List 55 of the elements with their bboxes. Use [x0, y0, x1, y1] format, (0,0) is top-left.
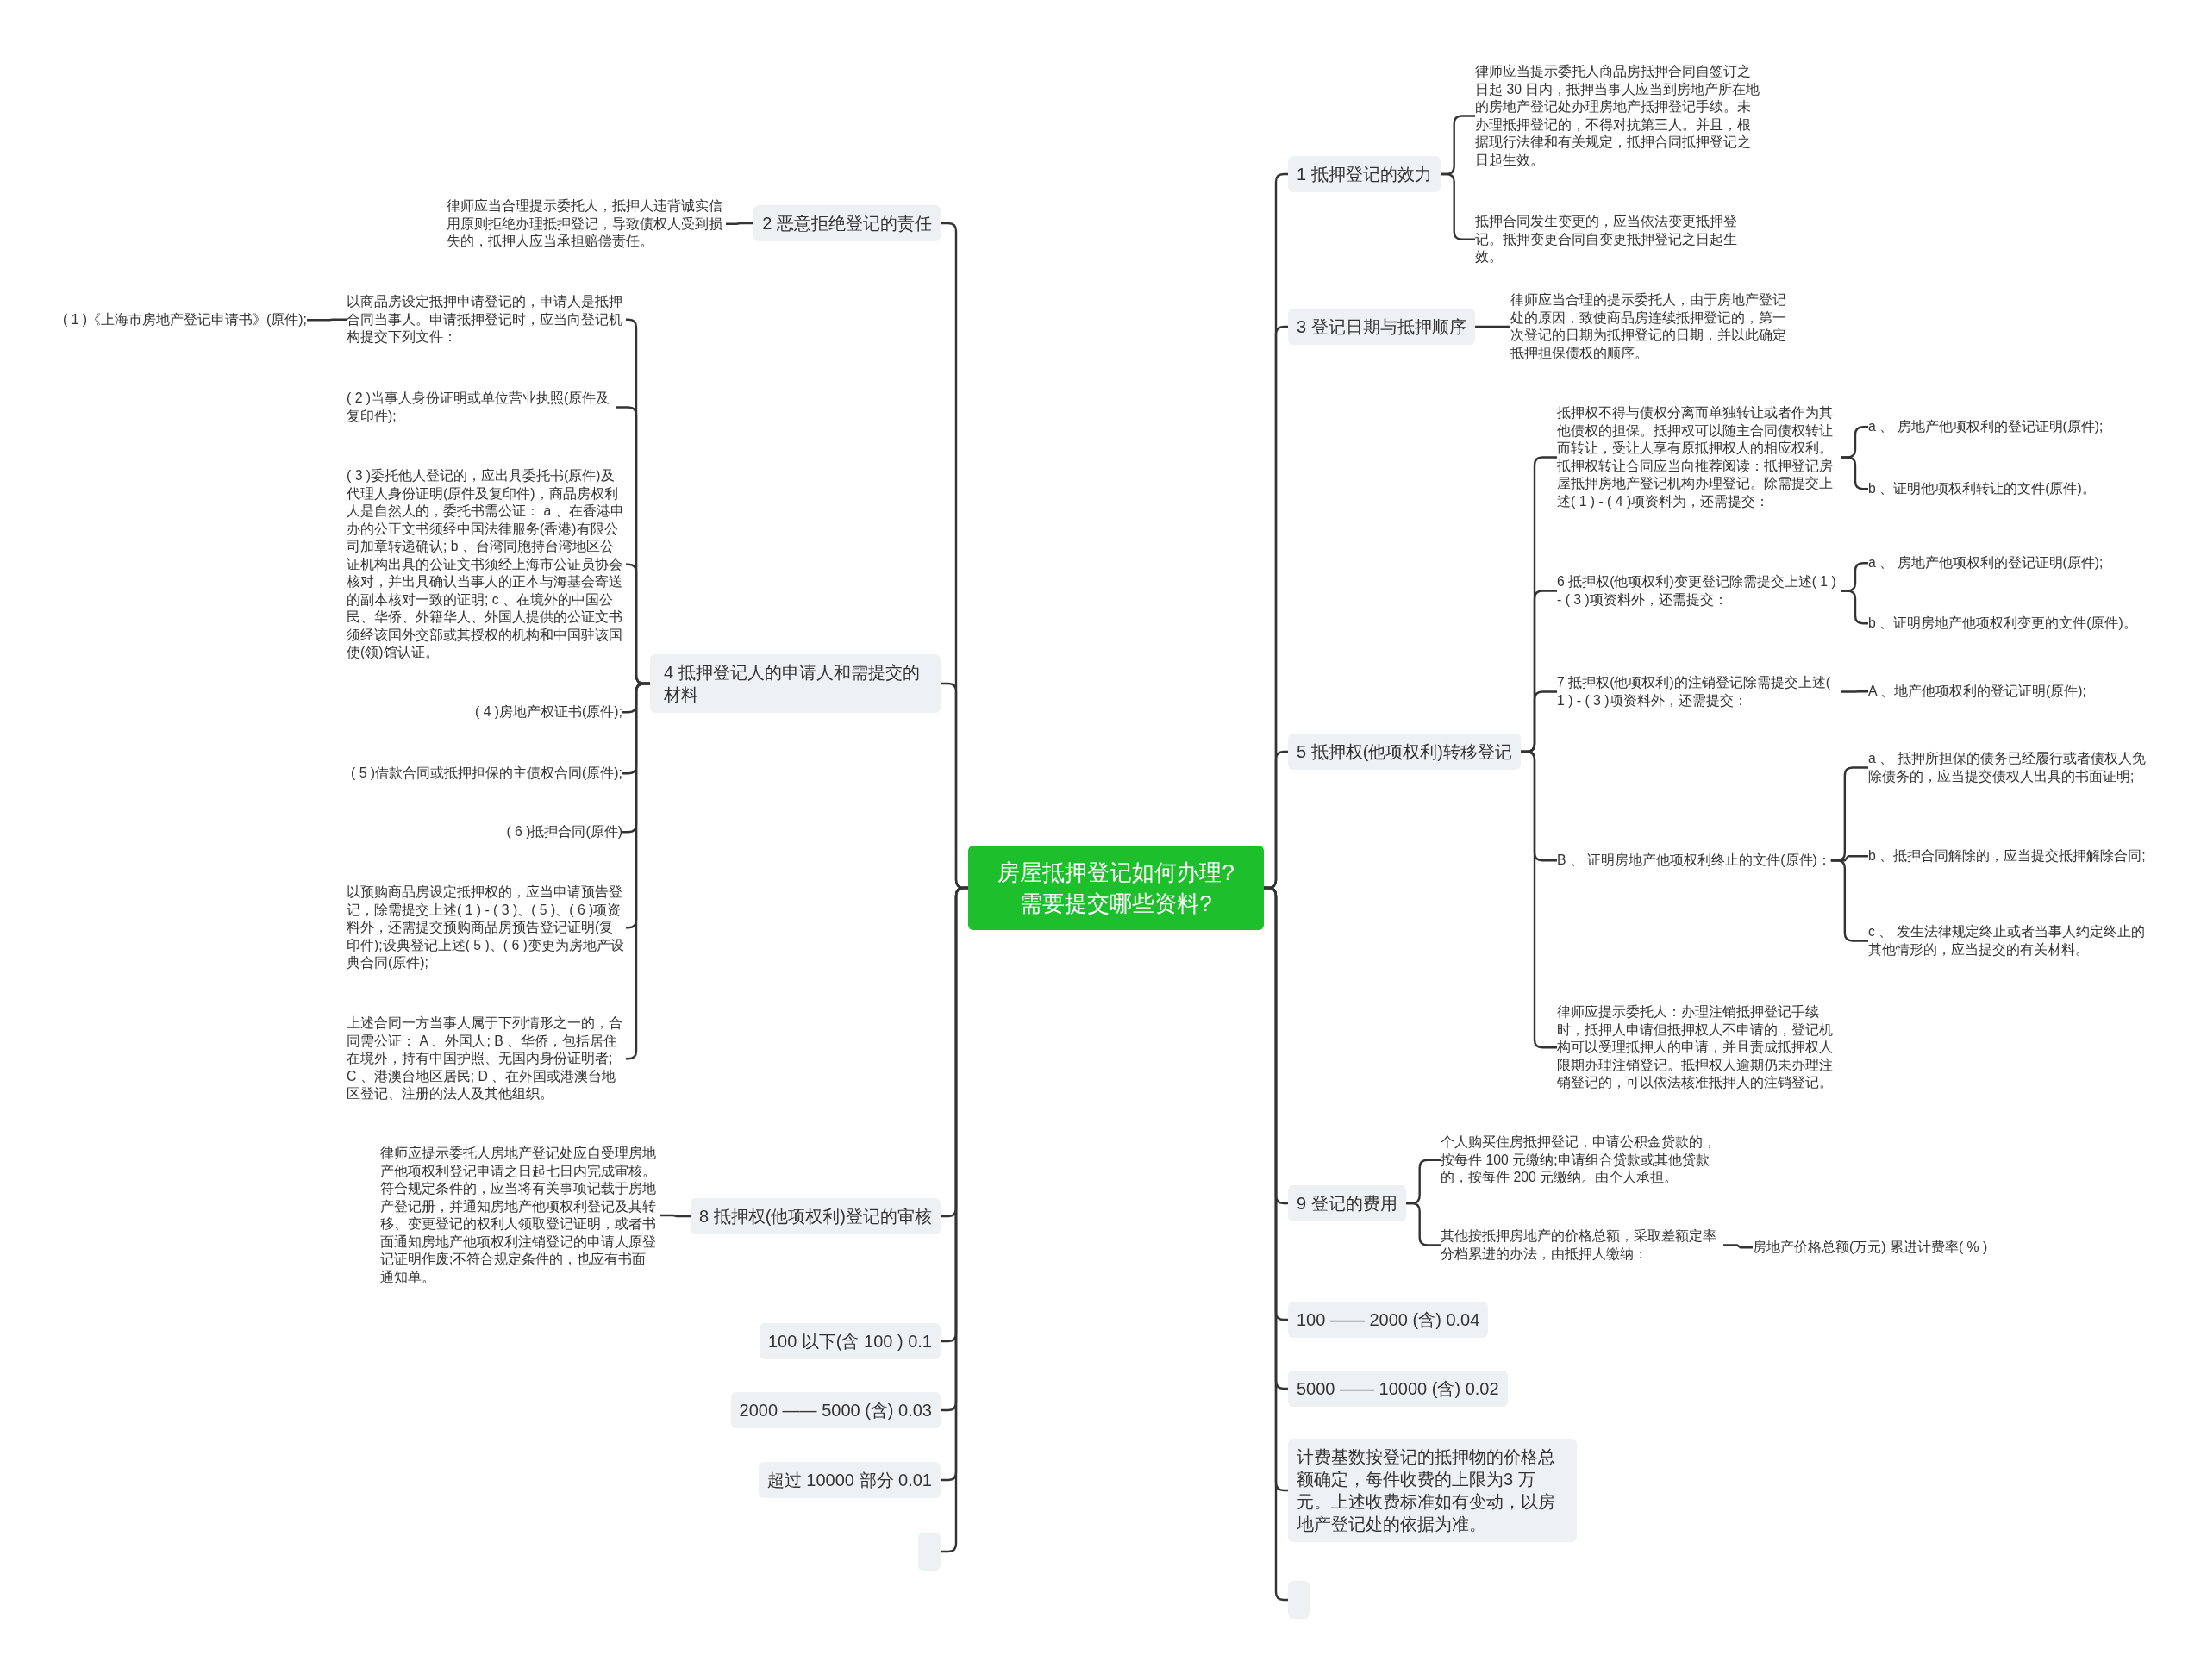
branch-line — [1723, 1244, 1753, 1249]
note-text: 个人购买住房抵押登记，申请公积金贷款的，按每件 100 元缴纳;申请组合贷款或其他贷款的，按每件 200 元缴纳。由个人承担。 — [1441, 1134, 1718, 1187]
note-text: 抵押合同发生变更的，应当依法变更抵押登记。抵押变更合同自变更抵押登记之日起生效。 — [1475, 213, 1761, 266]
note-text: 以商品房设定抵押申请登记的，申请人是抵押合同当事人。申请抵押登记时，应当向登记机构提交下列文件： — [347, 293, 626, 347]
note-text: b 、证明房地产他项权利变更的文件(原件)。 — [1868, 615, 2137, 633]
note-text: ( 5 )借款合同或抵押担保的主债权合同(原件); — [351, 765, 622, 783]
topic-box: 4 抵押登记人的申请人和需提交的材料 — [650, 654, 941, 713]
note-text: 其他按抵押房地产的价格总额，采取差额定率分档累进的办法，由抵押人缴纳： — [1441, 1227, 1723, 1263]
note-text: ( 2 )当事人身份证明或单位营业执照(原件及复印件); — [347, 390, 616, 425]
topic-box: 1 抵押登记的效力 — [1288, 156, 1441, 192]
note-text: ( 1 )《上海市房地产登记申请书》(原件); — [63, 311, 307, 329]
note-text: c 、 发生法律规定终止或者当事人约定终止的其他情形的，应当提交的有关材料。 — [1868, 923, 2151, 959]
branch-line — [1841, 590, 1868, 625]
note-text: 房地产价格总额(万元) 累进计费率( % ) — [1753, 1239, 1988, 1257]
empty-topic-box — [918, 1533, 941, 1571]
branch-line — [1841, 456, 1868, 490]
branch-line — [625, 682, 650, 1060]
note-text: 律师应提示委托人房地产登记处应自受理房地产他项权利登记申请之日起七日内完成审核。符合规定条件的，应当将有关事项记载于房地产登记册，并通知房地产他项权利登记及其转移、变更登记的权利人领取登记证明，或者书面通知房地产他项权利注销登记的申请人原登记证明作废;不符合规定条件的，也应有书面通知单。 — [380, 1145, 660, 1286]
note-text: a 、 房地产他项权利的登记证明(原件); — [1868, 418, 2104, 436]
topic-box: 5000 —— 10000 (含) 0.02 — [1288, 1371, 1508, 1407]
note-text: b 、证明他项权利转让的文件(原件)。 — [1868, 480, 2096, 498]
note-text: ( 3 )委托他人登记的，应出具委托书(原件)及代理人身份证明(原件及复印件)，商品房权利人是自然人的，委托书需公证： a 、在香港申办的公正文书须经中国法律服务(香港)有限公司加章转递确认; b 、台湾同胞持台湾地区公证机构出具的公证文书须经上海市公证员协会核对，并出具确认当事人的正本与海基会寄送的副本核对一致的证明; c 、在境外的中国公民、华侨、外籍华人、外国人提供的公证文书须经该国外交部或其授权的机构和中国驻该国使(领)馆认证。 — [347, 467, 626, 662]
topic-box: 100 —— 2000 (含) 0.04 — [1288, 1302, 1489, 1338]
topic-box: 8 抵押权(他项权利)登记的审核 — [691, 1198, 941, 1234]
note-text: 律师应当合理的提示委托人，由于房地产登记处的原因，致使商品房连续抵押登记的，第一次登记的日期为抵押登记的日期，并以此确定抵押担保债权的顺序。 — [1510, 291, 1791, 362]
note-text: 抵押权不得与债权分离而单独转让或者作为其他债权的担保。抵押权可以随主合同债权转让而转让，受让人享有原抵押权人的相应权利。抵押权转让合同应当向推荐阅读：抵押登记房屋抵押房地产登记机构办理登记。除需提交上述( 1 ) - ( 4 )项资料为，还需提交： — [1557, 404, 1841, 510]
note-text: 6 抵押权(他项权利)变更登记除需提交上述( 1 ) - ( 3 )项资料外，还需提交： — [1557, 573, 1841, 609]
topic-box: 2000 —— 5000 (含) 0.03 — [730, 1392, 941, 1428]
branch-line — [307, 318, 347, 322]
note-text: 律师应当合理提示委托人，抵押人违背诚实信用原则拒绝办理抵押登记，导致债权人受到损失的，抵押人应当承担赔偿责任。 — [447, 197, 726, 251]
central-topic-box: 房屋抵押登记如何办理?需要提交哪些资料? — [968, 846, 1264, 930]
note-text: 以预购商品房设定抵押权的，应当申请预告登记，除需提交上述( 1 ) - ( 3 )、( 5 )、( 6 )项资料外，还需提交预购商品房预告登记证明(复印件);设典登记上述( 5 )、( 6 )变更为房地产设典合同(原件); — [347, 884, 626, 972]
topic-box: 2 恶意拒绝登记的责任 — [753, 205, 941, 241]
branch-line — [660, 1214, 691, 1218]
branch-line — [1474, 325, 1510, 328]
topic-box: 100 以下(含 100 ) 0.1 — [759, 1323, 941, 1359]
empty-topic-box — [1288, 1581, 1310, 1619]
branch-line — [726, 222, 754, 225]
note-text: ( 6 )抵押合同(原件) — [506, 823, 622, 841]
topic-box: 9 登记的费用 — [1288, 1185, 1406, 1221]
topic-box: 计费基数按登记的抵押物的价格总额确定，每件收费的上限为3 万元。上述收费标准如有变动，以房地产登记处的依据为准。 — [1288, 1439, 1577, 1542]
note-text: 上述合同一方当事人属于下列情形之一的，合同需公证： A 、外国人; B 、华侨，包括居住在境外，持有中国护照、无国内身份证明者; C 、港澳台地区居民; D 、在外国或港澳台地区登记、注册的法人及其他组织。 — [347, 1015, 626, 1103]
note-text: a 、 抵押所担保的债务已经履行或者债权人免除债务的，应当提交债权人出具的书面证明; — [1868, 750, 2151, 785]
note-text: B 、 证明房地产他项权利终止的文件(原件)： — [1557, 852, 1831, 870]
topic-box: 3 登记日期与抵押顺序 — [1288, 309, 1475, 345]
note-text: 律师应提示委托人：办理注销抵押登记手续时，抵押人申请但抵押权人不申请的，登记机构可以受理抵押人的申请，并且责成抵押权人限期办理注销登记。抵押权人逾期仍未办理注销登记的，可以依法核准抵押人的注销登记。 — [1557, 1003, 1841, 1092]
branch-line — [1841, 690, 1868, 693]
note-text: a 、 房地产他项权利的登记证明(原件); — [1868, 554, 2104, 572]
note-text: 7 抵押权(他项权利)的注销登记除需提交上述( 1 ) - ( 3 )项资料外，还需提交： — [1557, 674, 1841, 709]
topic-box: 5 抵押权(他项权利)转移登记 — [1288, 734, 1521, 770]
note-text: b 、抵押合同解除的，应当提交抵押解除合同; — [1868, 847, 2151, 865]
note-text: ( 4 )房地产权证书(原件); — [475, 703, 622, 721]
note-text: 律师应当提示委托人商品房抵押合同自签订之日起 30 日内，抵押当事人应当到房地产所在地的房地产登记处办理房地产抵押登记手续。未办理抵押登记的，不得对抗第三人。并且，根据现行法律和有关规定，抵押合同抵押登记之日起生效。 — [1475, 63, 1761, 169]
note-text: A 、地产他项权利的登记证明(原件); — [1868, 683, 2086, 701]
topic-box: 超过 10000 部分 0.01 — [758, 1462, 941, 1498]
